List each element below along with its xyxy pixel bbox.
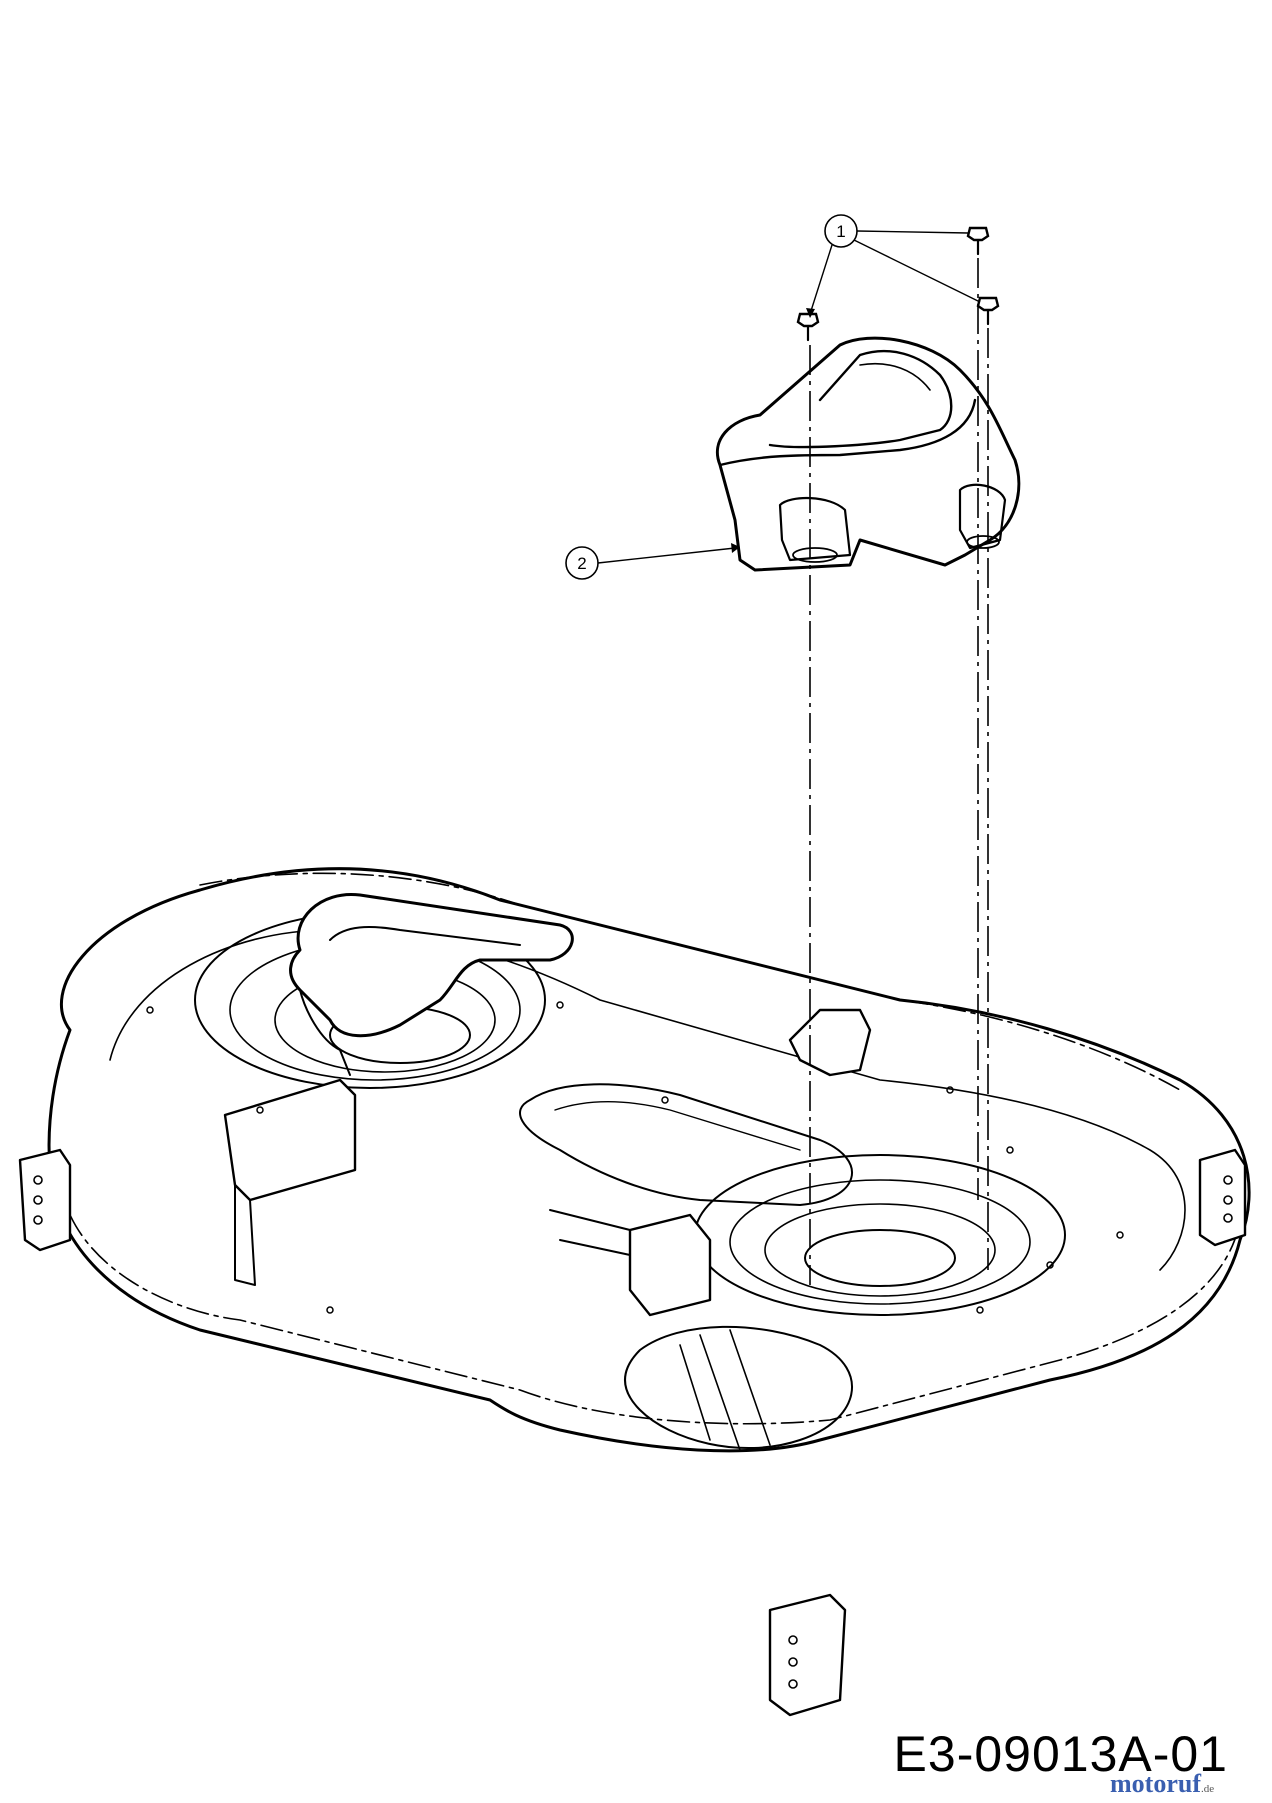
screw-b xyxy=(966,226,990,256)
part-1-screws xyxy=(796,226,1000,342)
deck-mounting-holes xyxy=(146,1001,1124,1314)
deck-bracket-front-left-face xyxy=(234,1184,256,1286)
deck-front-discharge-ribs xyxy=(679,1329,771,1451)
deck-bracket-center xyxy=(628,1213,712,1317)
deck-front-discharge xyxy=(624,1325,854,1450)
assembly-centerlines xyxy=(809,258,989,1285)
belt-cover-left-boss xyxy=(778,496,852,562)
callout-1: 1 xyxy=(806,214,981,318)
callout-1-label: 1 xyxy=(836,222,845,241)
deck-top-edge xyxy=(109,929,1186,1271)
deck-hanger-right xyxy=(1198,1148,1247,1247)
callout-1-leader-a xyxy=(856,230,969,234)
watermark-main: motoruf xyxy=(1110,1769,1201,1798)
deck-belt-cover-side xyxy=(299,989,351,1076)
right-spindle-hub xyxy=(804,1229,956,1287)
belt-cover-top-rim xyxy=(718,398,977,467)
deck-hidden-edge-rear xyxy=(199,872,1181,1091)
callout-2: 2 xyxy=(565,543,740,580)
belt-cover-raised-inner xyxy=(859,362,931,391)
watermark: motoruf.de xyxy=(1110,1770,1214,1803)
screw-c xyxy=(976,296,1000,326)
callout-1-leader-c xyxy=(809,244,833,315)
belt-cover-right-hole xyxy=(966,535,1000,549)
mower-deck xyxy=(18,867,1251,1717)
belt-cover-left-hole xyxy=(792,547,838,563)
drawing-code: E3-09013A-01 xyxy=(893,1726,1228,1782)
belt-cover-raised-top xyxy=(768,349,953,449)
deck-belt-cover-rib xyxy=(329,926,521,946)
callout-2-label: 2 xyxy=(577,554,586,573)
deck-bracket-center-arm xyxy=(549,1209,631,1256)
part-2-belt-cover xyxy=(715,336,1021,572)
callout-1-leader-b xyxy=(853,239,981,303)
belt-cover-right-boss xyxy=(958,483,1007,550)
deck-hidden-edge-front xyxy=(59,1179,1241,1425)
belt-cover-body xyxy=(715,336,1021,572)
callout-2-leader xyxy=(597,547,736,564)
watermark-tld: .de xyxy=(1200,1783,1215,1795)
deck-outer-outline xyxy=(47,867,1251,1453)
right-spindle-ring-inner xyxy=(764,1203,996,1297)
right-spindle-ring-mid xyxy=(729,1179,1031,1305)
deck-center-channel xyxy=(519,1083,853,1206)
deck-hanger-left xyxy=(18,1148,72,1252)
deck-center-channel-inner xyxy=(554,1101,801,1151)
screw-a xyxy=(796,312,820,342)
deck-hanger-front xyxy=(768,1593,847,1717)
